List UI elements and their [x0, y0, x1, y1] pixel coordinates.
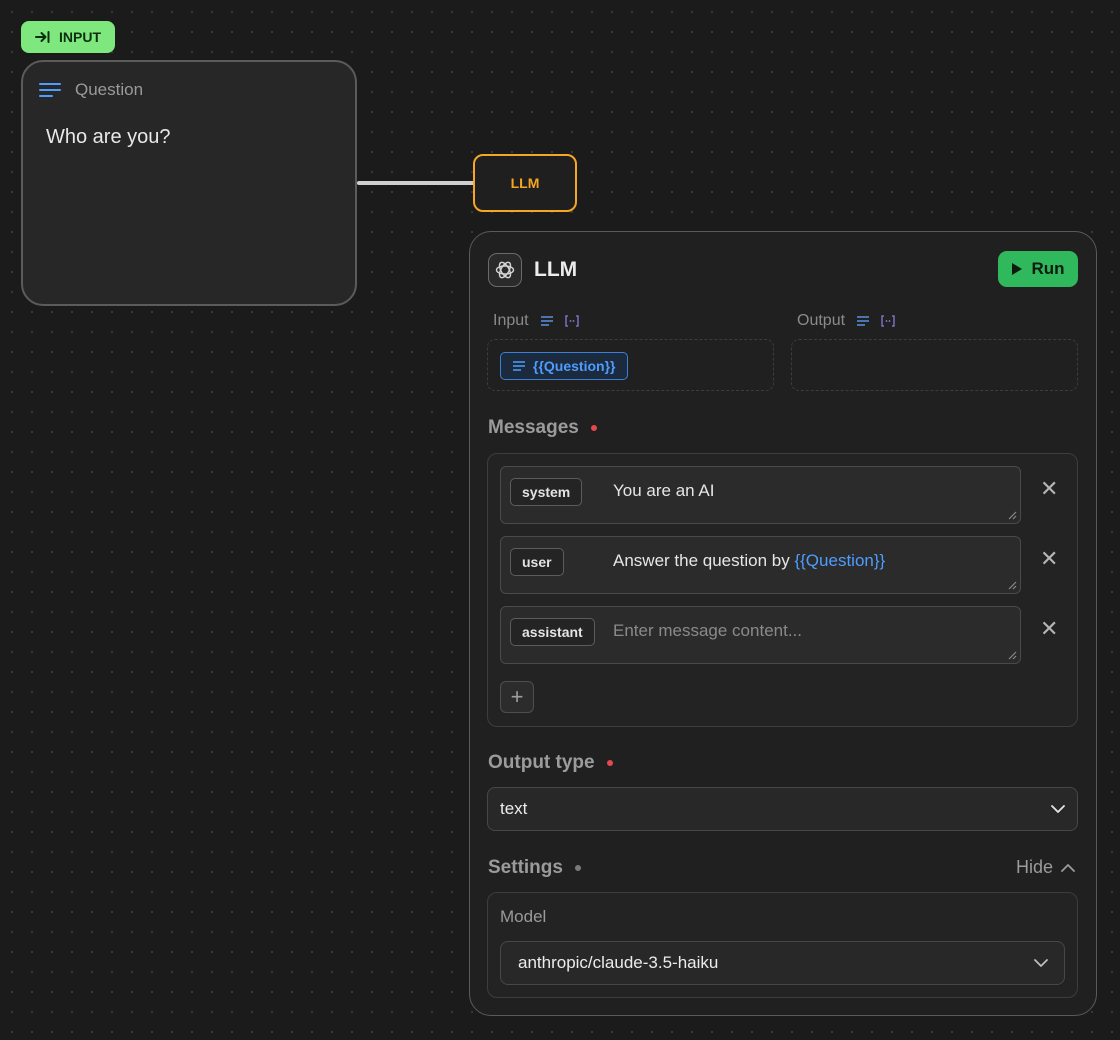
- question-node[interactable]: Question Who are you?: [21, 60, 357, 306]
- message-content[interactable]: You are an AI: [613, 481, 714, 501]
- message-row[interactable]: user Answer the question by {{Question}}: [500, 536, 1021, 594]
- llm-node[interactable]: LLM: [473, 154, 577, 212]
- message-placeholder: Enter message content...: [613, 621, 802, 640]
- remove-message-icon[interactable]: ✕: [1040, 476, 1059, 501]
- openai-logo-icon: [488, 253, 522, 287]
- messages-section-label: Messages: [488, 417, 597, 439]
- input-section-label: Input: [493, 312, 579, 330]
- input-arrow-icon: [35, 31, 50, 43]
- input-variable-label: {{Question}}: [533, 358, 616, 374]
- message-variable: {{Question}}: [794, 551, 886, 570]
- message-row[interactable]: system You are an AI: [500, 466, 1021, 524]
- llm-config-panel: LLM Run Input Output {{Ques: [469, 231, 1097, 1016]
- text-lines-icon: [39, 83, 61, 97]
- hide-label: Hide: [1015, 857, 1053, 877]
- remove-message-icon[interactable]: ✕: [1040, 546, 1059, 571]
- message-content-input[interactable]: Enter message content...: [613, 621, 802, 641]
- message-text: You are an AI: [613, 481, 715, 500]
- node-connector-edge: [357, 181, 475, 185]
- messages-label: Messages: [488, 417, 579, 438]
- array-type-icon[interactable]: [881, 315, 895, 327]
- role-selector[interactable]: assistant: [510, 618, 595, 646]
- question-node-title: Question: [75, 80, 144, 99]
- resize-handle-icon[interactable]: [1007, 510, 1017, 520]
- settings-section-label: Settings: [488, 857, 581, 879]
- model-value: anthropic/claude-3.5-haiku: [518, 953, 719, 972]
- model-label: Model: [500, 907, 547, 926]
- array-type-icon[interactable]: [564, 315, 579, 327]
- optional-indicator: [574, 865, 581, 871]
- remove-message-icon[interactable]: ✕: [1040, 616, 1059, 641]
- output-section-label: Output: [797, 312, 895, 330]
- output-type-select[interactable]: text: [487, 787, 1078, 831]
- message-content[interactable]: Answer the question by {{Question}}: [613, 551, 885, 571]
- output-type-label: Output type: [488, 752, 595, 773]
- output-label: Output: [797, 312, 846, 329]
- settings-panel: Model anthropic/claude-3.5-haiku: [487, 892, 1078, 998]
- role-label: assistant: [522, 624, 583, 640]
- plus-icon: +: [510, 684, 524, 709]
- output-type-value: text: [500, 799, 528, 818]
- required-indicator: [590, 425, 597, 431]
- role-selector[interactable]: system: [510, 478, 583, 506]
- settings-hide-toggle[interactable]: Hide: [1016, 857, 1075, 878]
- question-node-value[interactable]: Who are you?: [46, 126, 171, 148]
- model-select[interactable]: anthropic/claude-3.5-haiku: [500, 941, 1065, 985]
- input-variable-chip[interactable]: {{Question}}: [500, 352, 629, 380]
- resize-handle-icon[interactable]: [1007, 580, 1017, 590]
- add-message-button[interactable]: +: [500, 681, 534, 713]
- input-label: Input: [493, 312, 529, 329]
- output-type-section-label: Output type: [488, 752, 613, 774]
- input-node-badge: INPUT: [21, 21, 115, 53]
- resize-handle-icon[interactable]: [1007, 650, 1017, 660]
- chevron-down-icon: [1034, 958, 1048, 967]
- text-lines-icon: [513, 361, 525, 371]
- input-drop-zone[interactable]: {{Question}}: [487, 339, 774, 391]
- text-type-icon[interactable]: [540, 316, 553, 326]
- message-text: Answer the question by: [613, 551, 795, 570]
- messages-list: system You are an AI ✕ user Answer the q…: [487, 453, 1078, 727]
- chevron-down-icon: [1051, 804, 1065, 813]
- llm-node-label: LLM: [510, 175, 540, 191]
- panel-title: LLM: [534, 258, 578, 281]
- text-type-icon[interactable]: [857, 316, 870, 326]
- input-badge-label: INPUT: [59, 29, 101, 45]
- role-label: user: [522, 554, 552, 570]
- role-label: system: [522, 484, 571, 500]
- settings-label: Settings: [488, 857, 563, 878]
- play-icon: [1012, 263, 1023, 275]
- required-indicator: [606, 760, 613, 766]
- role-selector[interactable]: user: [510, 548, 564, 576]
- output-drop-zone[interactable]: [791, 339, 1078, 391]
- chevron-up-icon: [1061, 864, 1075, 872]
- run-button-label: Run: [1031, 259, 1065, 278]
- message-row[interactable]: assistant Enter message content...: [500, 606, 1021, 664]
- run-button[interactable]: Run: [998, 251, 1078, 287]
